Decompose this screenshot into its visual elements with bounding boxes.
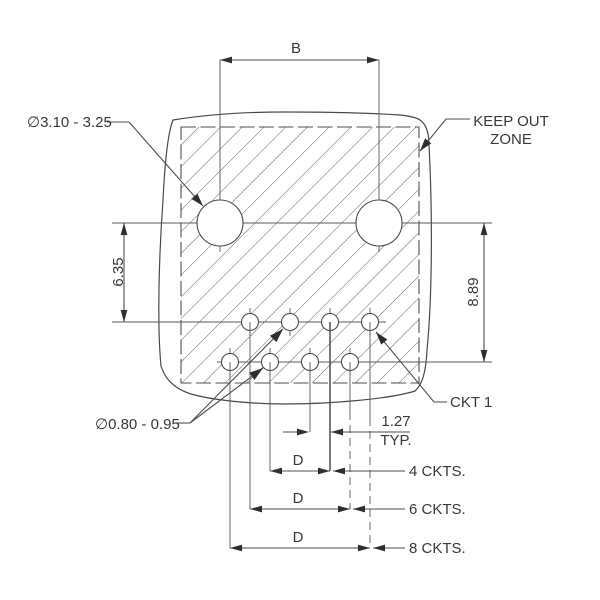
keep-out-zone-label-line1: KEEP OUT [473,113,549,130]
dimension-6-35-label: 6.35 [110,257,127,286]
ckt1-label: CKT 1 [450,394,492,411]
leader-small-hole-diameter: ∅0.80 - 0.95 [95,328,284,433]
dimension-d-label: D [293,529,304,546]
large-hole-diameter-label: ∅3.10 - 3.25 [27,114,112,131]
dimension-1-27-typ: 1.27 TYP. [283,413,412,449]
mounting-hole-left [196,199,244,247]
dimension-b-label: B [291,40,301,57]
keep-out-zone-hatch [181,127,419,383]
dimension-8-89-label: 8.89 [465,277,482,306]
dimension-6-35: 6.35 [110,223,128,322]
keep-out-zone-label-line2: ZONE [490,131,532,148]
leader-ckt1: CKT 1 [375,331,492,411]
leader-large-hole-diameter: ∅3.10 - 3.25 [27,114,204,207]
pin-hole [280,312,300,332]
leader-keep-out-zone: KEEP OUT ZONE [419,113,549,152]
dimension-d-8ckts: D 8 CKTS. [230,529,466,557]
dimension-1-27-value: 1.27 [381,413,410,430]
small-hole-diameter-label: ∅0.80 - 0.95 [95,416,180,433]
dimension-d-6ckts: D 6 CKTS. [250,490,466,518]
dimension-8-89: 8.89 [465,223,488,362]
part-outline-break-boundary [158,111,432,405]
dimension-d-label: D [293,452,304,469]
label-4-ckts: 4 CKTS. [409,463,466,480]
dimension-d-label: D [293,490,304,507]
keep-out-zone-dashed-border [180,126,420,384]
dimension-d-4ckts: D 4 CKTS. [270,452,466,480]
dimension-1-27-typ-label: TYP. [380,432,411,449]
label-6-ckts: 6 CKTS. [409,501,466,518]
dimension-b: B [220,40,379,64]
mounting-hole-right [355,199,403,247]
label-8-ckts: 8 CKTS. [409,540,466,557]
